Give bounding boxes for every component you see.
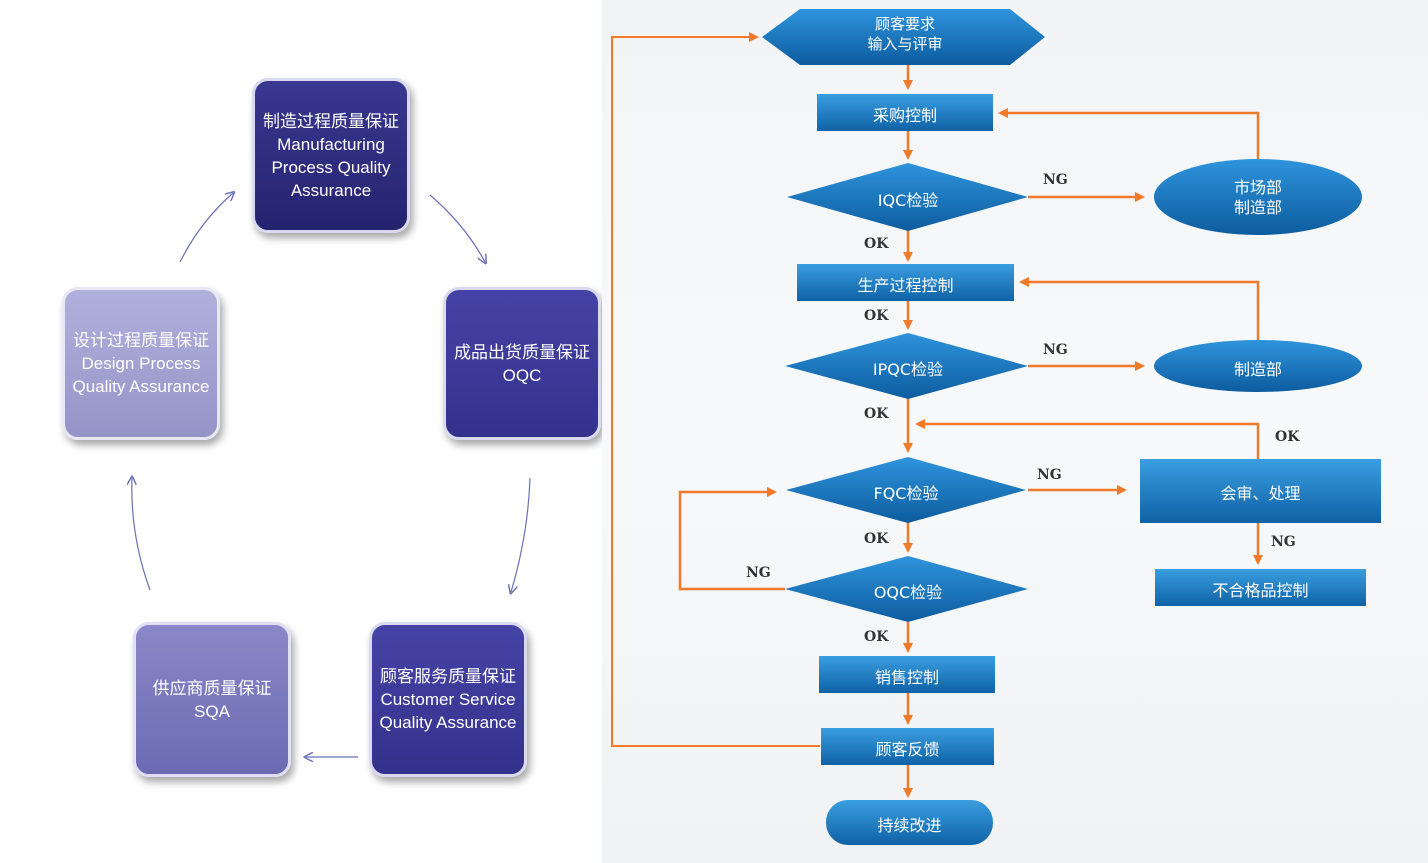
sales-control-box bbox=[819, 656, 995, 693]
customer-service-en-1: Customer Service bbox=[380, 690, 516, 709]
design-process-qa-box: 设计过程质量保证 Design Process Quality Assuranc… bbox=[62, 287, 220, 440]
oqc-text: OQC检验 bbox=[873, 583, 943, 602]
sqa-zh: 供应商质量保证 bbox=[152, 678, 272, 698]
cycle-arrows bbox=[0, 0, 531, 863]
design-en-2: Quality Assurance bbox=[72, 377, 210, 396]
oqc-box: 成品出货质量保证 OQC bbox=[443, 287, 601, 440]
manufacturing-process-qa-box: 制造过程质量保证 Manufacturing Process Quality A… bbox=[252, 78, 410, 233]
oqc-en: OQC bbox=[502, 365, 542, 385]
label-ng-review: NG bbox=[1271, 534, 1296, 550]
conn-oqc-ng-loop-back bbox=[678, 487, 785, 591]
manufacturing-en-1: Manufacturing bbox=[277, 134, 385, 154]
manufacturing-en-2: Process Quality bbox=[271, 157, 391, 177]
sqa-en: SQA bbox=[194, 701, 230, 721]
oqc-diamond bbox=[785, 556, 1028, 622]
design-en-1: Design Process bbox=[81, 354, 201, 373]
sqa-box: 供应商质量保证 SQA bbox=[133, 622, 291, 777]
customer-requirements-line-1: 顾客要求 bbox=[874, 15, 935, 33]
customer-feedback-text: 顾客反馈 bbox=[875, 740, 940, 759]
arrow-design-to-manufacturing bbox=[179, 193, 233, 263]
oqc-zh: 成品出货质量保证 bbox=[454, 342, 590, 362]
customer-service-en-2: Quality Assurance bbox=[379, 713, 517, 732]
arrow-manufacturing-to-oqc bbox=[429, 194, 485, 262]
production-control-text: 生产过程控制 bbox=[857, 276, 954, 295]
production-control-box bbox=[797, 264, 1014, 301]
label-ng-oqc: NG bbox=[746, 565, 771, 581]
label-ok-production: OK bbox=[864, 308, 889, 324]
iqc-text: IQC检验 bbox=[877, 191, 939, 210]
mfg-dept-label-1: 制造部 bbox=[1233, 198, 1282, 217]
flowchart-background bbox=[602, 0, 1428, 863]
review-box bbox=[1140, 459, 1381, 523]
arrow-oqc-to-customer-service bbox=[511, 477, 531, 592]
label-ng-ipqc: NG bbox=[1043, 342, 1068, 358]
label-ok-ipqc: OK bbox=[864, 406, 889, 422]
label-ok-iqc: OK bbox=[864, 236, 889, 252]
market-dept-label: 市场部 bbox=[1233, 178, 1282, 197]
review-text: 会审、处理 bbox=[1220, 484, 1301, 503]
conn-review-ok-back bbox=[915, 419, 1260, 460]
customer-feedback-box bbox=[821, 728, 994, 765]
label-ng-fqc: NG bbox=[1037, 467, 1062, 483]
label-ng-iqc: NG bbox=[1043, 172, 1068, 188]
customer-service-zh: 顾客服务质量保证 bbox=[380, 667, 516, 686]
manufacturing-zh: 制造过程质量保证 bbox=[263, 111, 399, 131]
nonconforming-box bbox=[1155, 569, 1366, 606]
ipqc-text: IPQC检验 bbox=[872, 360, 944, 379]
mfg-dept-text: 制造部 bbox=[1233, 360, 1282, 379]
customer-requirements-line-2: 输入与评审 bbox=[867, 35, 943, 53]
customer-requirements-text: 顾客要求 输入与评审 bbox=[800, 14, 1010, 54]
market-mfg-ellipse bbox=[1154, 159, 1362, 235]
iqc-diamond bbox=[787, 163, 1028, 231]
purchase-control-box bbox=[817, 94, 993, 131]
customer-requirements-hexagon bbox=[762, 9, 1045, 65]
design-zh: 设计过程质量保证 bbox=[73, 331, 209, 350]
continuous-improvement-text: 持续改进 bbox=[877, 816, 942, 835]
arrow-sqa-to-design bbox=[132, 478, 151, 591]
label-ok-fqc: OK bbox=[864, 531, 889, 547]
fqc-text: FQC检验 bbox=[873, 484, 939, 503]
nonconforming-text: 不合格品控制 bbox=[1212, 581, 1309, 600]
conn-feedback-loop-to-req bbox=[611, 32, 820, 747]
conn-market-back-to-purchase bbox=[998, 108, 1260, 160]
label-ok-review: OK bbox=[1275, 429, 1300, 445]
sales-control-text: 销售控制 bbox=[874, 668, 939, 687]
continuous-improvement-box bbox=[826, 800, 993, 845]
customer-service-qa-box: 顾客服务质量保证 Customer Service Quality Assura… bbox=[369, 622, 527, 777]
mfg-dept-ellipse bbox=[1154, 340, 1362, 392]
label-ok-oqc: OK bbox=[864, 629, 889, 645]
market-mfg-text: 市场部 制造部 bbox=[1154, 178, 1362, 218]
ipqc-diamond bbox=[785, 333, 1028, 399]
conn-mfg-back-to-production bbox=[1019, 277, 1260, 340]
purchase-control-text: 采购控制 bbox=[872, 106, 937, 125]
manufacturing-en-3: Assurance bbox=[290, 180, 372, 200]
fqc-diamond bbox=[786, 457, 1026, 523]
